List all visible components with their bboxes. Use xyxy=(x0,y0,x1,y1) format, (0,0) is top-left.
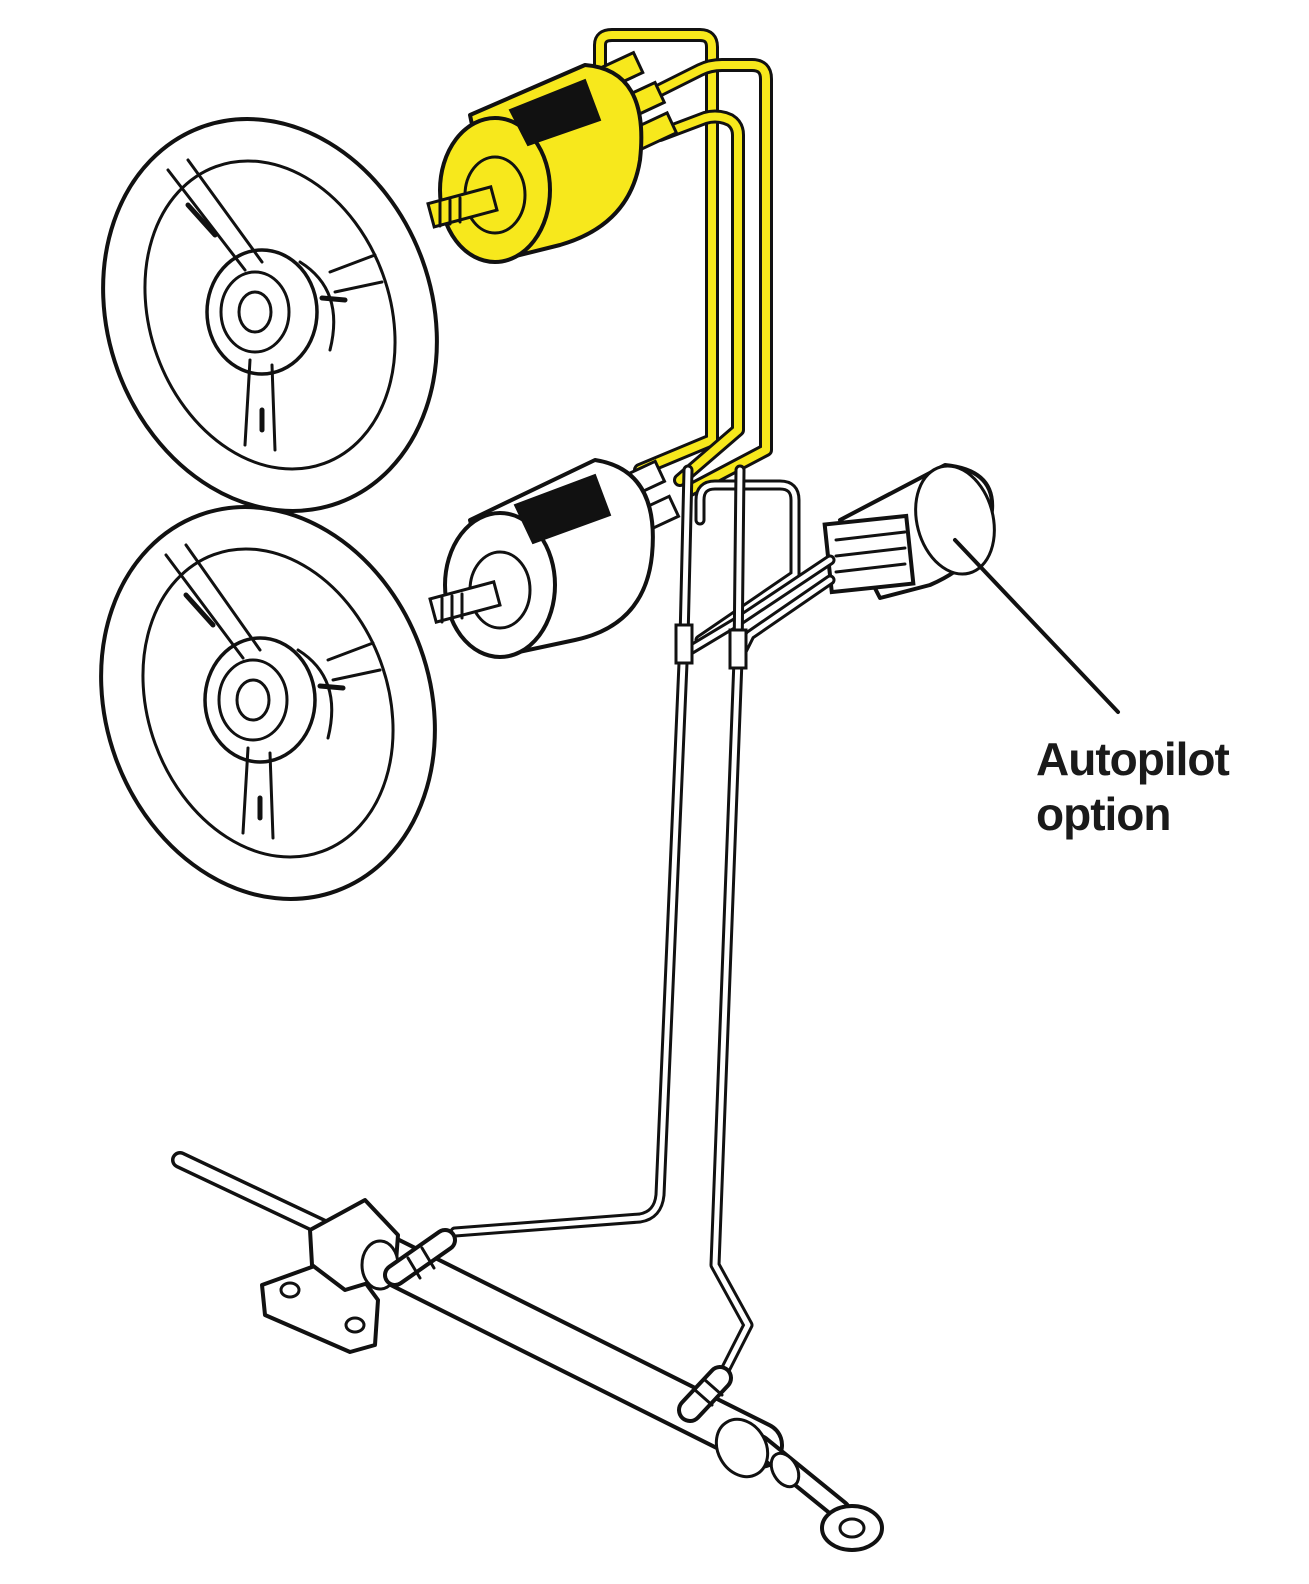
autopilot-callout: Autopilot option xyxy=(953,538,1230,840)
callout-label-line1: Autopilot xyxy=(1036,733,1229,785)
callout-label-line2: option xyxy=(1036,788,1171,840)
autopilot-unit xyxy=(822,463,996,600)
main-hydraulic-lines xyxy=(449,464,754,1386)
callout-leader-line xyxy=(953,538,1120,714)
lower-steering-wheel xyxy=(99,505,437,901)
autopilot-lines xyxy=(684,479,836,661)
upper-pump-hydraulic-lines xyxy=(593,28,773,497)
steering-cylinder xyxy=(171,1151,884,1552)
upper-helm-pump xyxy=(426,50,679,264)
upper-steering-wheel xyxy=(101,117,439,513)
lower-helm-pump xyxy=(428,458,681,659)
